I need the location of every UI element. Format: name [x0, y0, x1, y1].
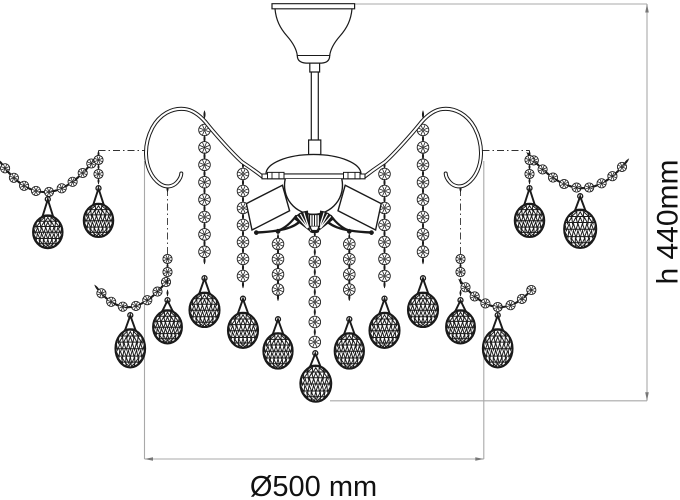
svg-text:h 440mm: h 440mm: [652, 159, 680, 284]
svg-text:Ø500 mm: Ø500 mm: [250, 471, 377, 500]
